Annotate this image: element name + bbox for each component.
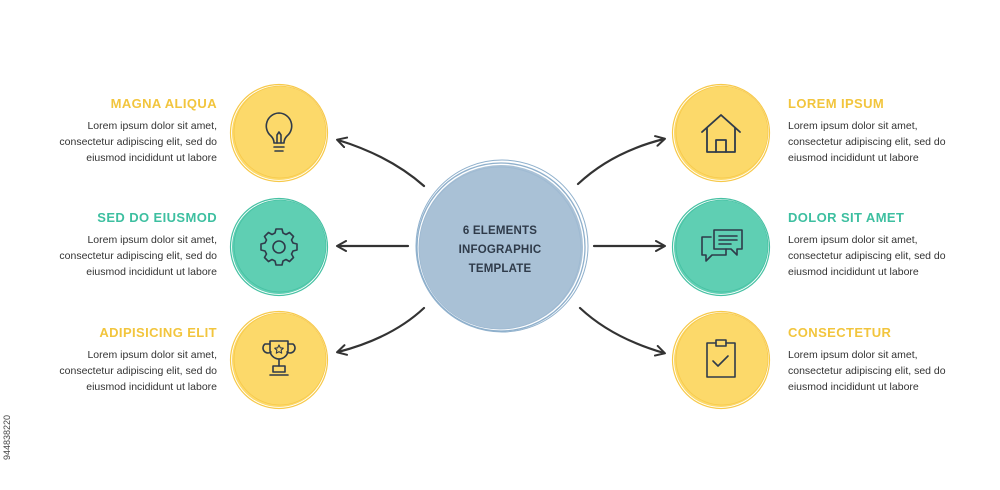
desc-line: consectetur adipiscing elit, sed do	[59, 365, 217, 377]
item-desc-sed-do-eiusmod: Lorem ipsum dolor sit amet, consectetur …	[17, 232, 217, 280]
desc-line: Lorem ipsum dolor sit amet,	[87, 349, 217, 361]
node-dolor-sit-amet	[671, 197, 771, 297]
desc-line: consectetur adipiscing elit, sed do	[788, 136, 946, 148]
center-title: 6 ELEMENTS INFOGRAPHIC TEMPLATE	[440, 222, 560, 279]
arrow-to-magna-aliqua	[336, 136, 426, 188]
item-desc-magna-aliqua: Lorem ipsum dolor sit amet, consectetur …	[17, 118, 217, 166]
desc-line: Lorem ipsum dolor sit amet,	[788, 120, 918, 132]
arrow-to-consectetur	[578, 306, 666, 357]
desc-line: Lorem ipsum dolor sit amet,	[87, 120, 217, 132]
stock-id: 944838220	[2, 414, 12, 460]
item-title-sed-do-eiusmod: SED DO EIUSMOD	[97, 210, 217, 225]
center-node	[415, 159, 589, 333]
desc-line: consectetur adipiscing elit, sed do	[59, 136, 217, 148]
desc-line: eiusmod incididunt ut labore	[788, 381, 919, 393]
desc-line: eiusmod incididunt ut labore	[86, 266, 217, 278]
item-title-dolor-sit-amet: DOLOR SIT AMET	[788, 210, 905, 225]
item-title-adipisicing-elit: ADIPISICING ELIT	[99, 325, 217, 340]
desc-line: Lorem ipsum dolor sit amet,	[788, 234, 918, 246]
node-sed-do-eiusmod	[229, 197, 329, 297]
item-title-magna-aliqua: MAGNA ALIQUA	[110, 96, 217, 111]
arrow-to-lorem-ipsum	[576, 135, 666, 186]
home-icon	[701, 114, 741, 153]
desc-line: Lorem ipsum dolor sit amet,	[788, 349, 918, 361]
item-desc-adipisicing-elit: Lorem ipsum dolor sit amet, consectetur …	[17, 347, 217, 395]
item-title-consectetur: CONSECTETUR	[788, 325, 892, 340]
desc-line: eiusmod incididunt ut labore	[86, 152, 217, 164]
connector-arrows	[336, 135, 666, 357]
desc-line: consectetur adipiscing elit, sed do	[788, 250, 946, 262]
center-title-line: INFOGRAPHIC	[458, 244, 542, 256]
arrow-to-adipisicing-elit	[336, 306, 426, 356]
center-title-line: TEMPLATE	[468, 263, 532, 275]
lightbulb-icon	[265, 112, 293, 152]
desc-line: consectetur adipiscing elit, sed do	[59, 250, 217, 262]
chat-bubbles-icon	[701, 229, 743, 262]
desc-line: Lorem ipsum dolor sit amet,	[87, 234, 217, 246]
node-consectetur	[671, 310, 771, 410]
item-desc-dolor-sit-amet: Lorem ipsum dolor sit amet, consectetur …	[788, 232, 988, 280]
item-desc-lorem-ipsum: Lorem ipsum dolor sit amet, consectetur …	[788, 118, 988, 166]
trophy-icon	[262, 340, 296, 376]
item-desc-consectetur: Lorem ipsum dolor sit amet, consectetur …	[788, 347, 988, 395]
desc-line: eiusmod incididunt ut labore	[788, 266, 919, 278]
item-title-lorem-ipsum: LOREM IPSUM	[788, 96, 885, 111]
desc-line: eiusmod incididunt ut labore	[86, 381, 217, 393]
gear-icon	[260, 228, 298, 266]
clipboard-check-icon	[706, 339, 736, 378]
center-title-line: 6 ELEMENTS	[462, 225, 538, 237]
desc-line: eiusmod incididunt ut labore	[788, 152, 919, 164]
desc-line: consectetur adipiscing elit, sed do	[788, 365, 946, 377]
node-lorem-ipsum	[671, 83, 771, 183]
